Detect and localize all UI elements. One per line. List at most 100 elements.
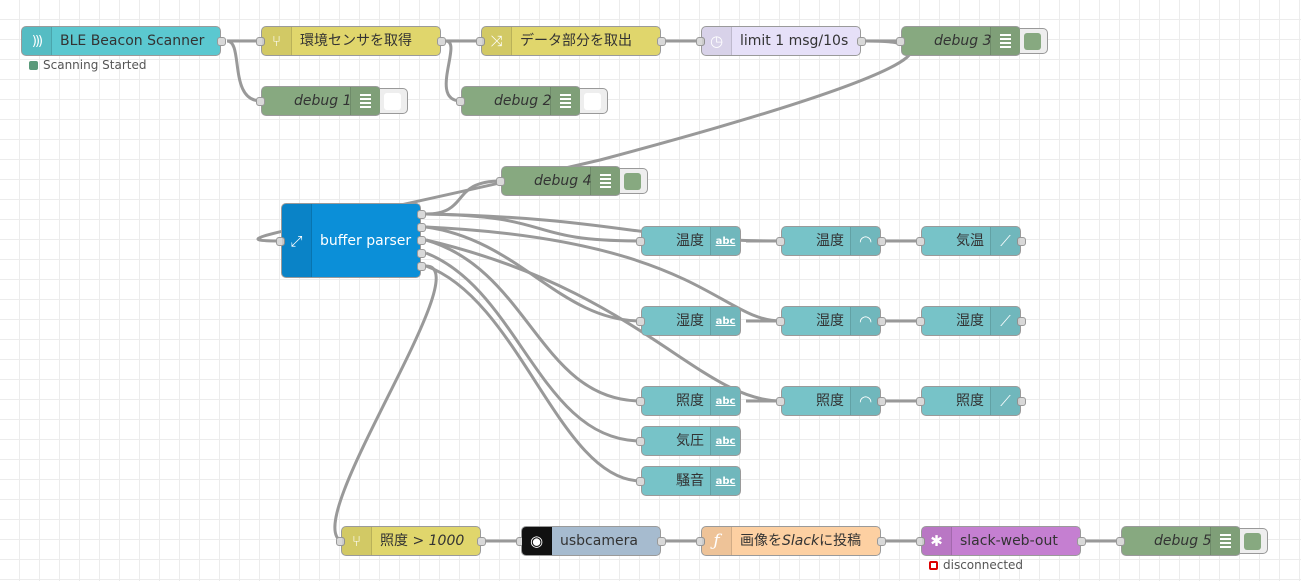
input-port[interactable] — [636, 437, 645, 446]
bluetooth-icon: ))) — [22, 27, 52, 55]
input-port[interactable] — [476, 37, 485, 46]
input-port[interactable] — [696, 37, 705, 46]
node-label: BLE Beacon Scanner — [60, 33, 205, 49]
input-port[interactable] — [916, 397, 925, 406]
output-port-4[interactable] — [417, 249, 426, 258]
delay-limit-node[interactable]: ◷ limit 1 msg/10s — [696, 26, 866, 56]
slack-web-out-node[interactable]: ✱ slack-web-out — [916, 526, 1086, 556]
output-port-1[interactable] — [417, 210, 426, 219]
node-label: usbcamera — [560, 533, 638, 549]
wire-parser-text-noise — [425, 264, 642, 483]
wire-ble-debug1 — [226, 39, 262, 103]
input-port[interactable] — [636, 237, 645, 246]
node-label: 気温 — [956, 233, 984, 249]
label-value: 1000 — [428, 533, 465, 549]
chart-lux-node[interactable]: 照度 ⟋ — [916, 386, 1026, 416]
node-label: 照度 — [816, 393, 844, 409]
debug-1-toggle[interactable] — [380, 88, 408, 114]
output-port-2[interactable] — [417, 223, 426, 232]
debug-2-toggle[interactable] — [580, 88, 608, 114]
output-port[interactable] — [877, 537, 886, 546]
change-extract-node[interactable]: ⤨ データ部分を取出 — [476, 26, 666, 56]
input-port[interactable] — [636, 477, 645, 486]
input-port[interactable] — [456, 97, 465, 106]
debug-1-node[interactable]: debug 1 — [256, 86, 381, 116]
debug-3-toggle[interactable] — [1020, 28, 1048, 54]
output-port[interactable] — [217, 37, 226, 46]
debug-3-node[interactable]: debug 3 — [896, 26, 1021, 56]
input-port[interactable] — [336, 537, 345, 546]
output-port[interactable] — [877, 397, 886, 406]
switch-env-sensor-node[interactable]: ⑂ 環境センサを取得 — [256, 26, 446, 56]
text-abc-icon: abc — [710, 227, 740, 255]
input-port[interactable] — [256, 37, 265, 46]
status-ring-icon — [929, 560, 938, 570]
switch-lux-threshold-node[interactable]: ⑂ 照度 > 1000 — [336, 526, 486, 556]
output-port[interactable] — [437, 37, 446, 46]
timer-icon: ◷ — [702, 27, 732, 55]
output-port[interactable] — [1017, 397, 1026, 406]
debug-5-toggle[interactable] — [1240, 528, 1268, 554]
node-label: debug 4 — [534, 173, 592, 189]
input-port[interactable] — [916, 537, 925, 546]
input-port[interactable] — [776, 317, 785, 326]
output-port[interactable] — [857, 37, 866, 46]
gauge-temp-node[interactable]: 温度 ◠ — [776, 226, 886, 256]
wire-parser-text-lux — [425, 238, 642, 403]
output-port[interactable] — [657, 537, 666, 546]
output-port[interactable] — [1017, 317, 1026, 326]
debug-list-icon — [550, 87, 580, 115]
node-label: debug 2 — [494, 93, 552, 109]
input-port[interactable] — [276, 237, 285, 246]
debug-5-node[interactable]: debug 5 — [1116, 526, 1241, 556]
node-label: limit 1 msg/10s — [740, 33, 849, 49]
gauge-lux-node[interactable]: 照度 ◠ — [776, 386, 886, 416]
status-text: Scanning Started — [43, 58, 147, 72]
input-port[interactable] — [916, 317, 925, 326]
input-port[interactable] — [256, 97, 265, 106]
output-port-3[interactable] — [417, 236, 426, 245]
chart-temp-node[interactable]: 気温 ⟋ — [916, 226, 1026, 256]
debug-list-icon — [350, 87, 380, 115]
input-port[interactable] — [776, 397, 785, 406]
output-port[interactable] — [1077, 537, 1086, 546]
input-port[interactable] — [496, 177, 505, 186]
ble-beacon-scanner-node[interactable]: ))) BLE Beacon Scanner — [21, 26, 226, 56]
function-post-slack-node[interactable]: ƒ 画像をSlackに投稿 — [696, 526, 886, 556]
input-port[interactable] — [696, 537, 705, 546]
output-port[interactable] — [1017, 237, 1026, 246]
usbcamera-node[interactable]: ◉ usbcamera — [516, 526, 666, 556]
debug-4-node[interactable]: debug 4 — [496, 166, 621, 196]
debug-2-node[interactable]: debug 2 — [456, 86, 581, 116]
output-port[interactable] — [877, 237, 886, 246]
node-label: slack-web-out — [960, 533, 1058, 549]
text-press-node[interactable]: 気圧 abc — [636, 426, 741, 456]
slack-status: disconnected — [929, 558, 1023, 572]
label-em: Slack — [782, 533, 820, 549]
input-port[interactable] — [776, 237, 785, 246]
buffer-parser-node[interactable]: ⤢ buffer parser — [276, 203, 426, 278]
gauge-humid-node[interactable]: 湿度 ◠ — [776, 306, 886, 336]
output-port[interactable] — [657, 37, 666, 46]
input-port[interactable] — [1116, 537, 1125, 546]
text-temp-node[interactable]: 温度 abc — [636, 226, 741, 256]
text-lux-node[interactable]: 照度 abc — [636, 386, 741, 416]
node-label: データ部分を取出 — [520, 33, 632, 49]
shuffle-icon: ⤨ — [482, 27, 512, 55]
input-port[interactable] — [636, 397, 645, 406]
debug-4-toggle[interactable] — [620, 168, 648, 194]
wire-parser-gauge-lux — [425, 238, 782, 403]
node-label: 気圧 — [676, 433, 704, 449]
chart-humid-node[interactable]: 湿度 ⟋ — [916, 306, 1026, 336]
input-port[interactable] — [636, 317, 645, 326]
output-port[interactable] — [477, 537, 486, 546]
input-port[interactable] — [916, 237, 925, 246]
text-abc-icon: abc — [710, 387, 740, 415]
input-port[interactable] — [896, 37, 905, 46]
text-humid-node[interactable]: 湿度 abc — [636, 306, 741, 336]
output-port[interactable] — [877, 317, 886, 326]
text-noise-node[interactable]: 騒音 abc — [636, 466, 741, 496]
output-port-5[interactable] — [417, 262, 426, 271]
node-label: 照度 > 1000 — [380, 527, 464, 555]
